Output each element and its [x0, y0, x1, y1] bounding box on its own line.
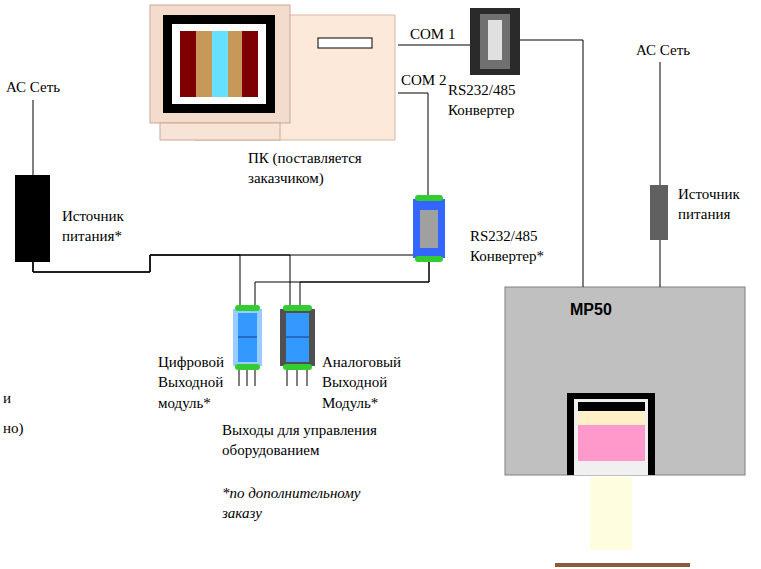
ac-wire	[660, 62, 661, 185]
sample-strip	[578, 425, 645, 461]
output-module: Аналоговый Выходной Модуль*	[280, 305, 315, 370]
screen-stripe	[212, 31, 228, 97]
module-body	[233, 309, 262, 366]
connector-wire	[33, 255, 413, 272]
note-fragment: и	[3, 388, 11, 408]
mains-label: АС Сеть	[6, 77, 60, 97]
screen-stripe	[196, 31, 212, 97]
din-clip	[283, 364, 312, 370]
converter: RS232/485 Конвертер	[470, 8, 520, 75]
sample-strip	[578, 411, 645, 425]
connector-wire	[33, 255, 240, 305]
node-label: Цифровой Выходной модуль*	[158, 352, 224, 413]
device-name: MP50	[570, 299, 612, 321]
converter-face	[420, 210, 438, 248]
power-supply: Источник питания	[650, 185, 668, 240]
connector-wire	[398, 93, 428, 195]
node-label: ПК (поставляется заказчиком)	[248, 148, 383, 189]
node-label: RS232/485 Конвертер	[448, 80, 516, 121]
output-pin	[307, 370, 308, 386]
screen-stripe	[180, 31, 196, 97]
monitor-base	[160, 123, 280, 140]
din-clip	[235, 364, 260, 370]
module-face	[238, 313, 257, 362]
computer: ПК (поставляется заказчиком)	[148, 5, 398, 142]
screen-stripe	[242, 31, 258, 97]
connector-wire	[398, 45, 470, 46]
output-pins	[239, 370, 307, 386]
light-beam	[590, 477, 632, 550]
power-supply	[15, 175, 50, 262]
device-box: MP50	[505, 287, 745, 475]
module-face	[286, 313, 309, 362]
node-label: RS232/485 Конвертер*	[470, 226, 544, 267]
node-label: Источник питания*	[62, 206, 124, 247]
din-clip	[283, 305, 312, 311]
converter-label-plate	[488, 20, 502, 60]
converter-body	[470, 8, 520, 75]
screen-stripe	[228, 31, 242, 97]
module-divider	[286, 337, 309, 338]
converter: RS232/485 Конвертер*	[413, 195, 445, 262]
sample-strip	[578, 402, 645, 411]
mp50-window	[574, 399, 648, 475]
monitor-bezel	[150, 5, 290, 123]
output-module: Цифровой Выходной модуль*	[233, 305, 262, 370]
mains-label: АС Сеть	[636, 40, 690, 60]
monitor-screen	[163, 15, 275, 113]
mp50-window-frame	[567, 393, 655, 475]
outputs-note: Выходы для управления оборудованием	[222, 420, 407, 461]
screen-frame	[172, 24, 266, 104]
module-body	[280, 309, 315, 366]
power-supply	[650, 185, 668, 240]
port-label: COM 1	[410, 24, 455, 44]
footnote: *по дополнительному заказу	[222, 483, 382, 524]
node-label: Аналоговый Выходной Модуль*	[322, 352, 401, 413]
drive-slot	[318, 38, 372, 48]
din-clip	[415, 256, 443, 262]
module-divider	[238, 337, 257, 338]
mp50-housing	[505, 287, 745, 475]
connector-wire	[33, 255, 290, 305]
connector-wire	[300, 262, 429, 305]
connector-wire	[660, 240, 661, 287]
connector-wire	[255, 262, 429, 305]
converter-body	[413, 199, 445, 258]
node-label: Источник питания	[678, 184, 740, 225]
din-clip	[235, 305, 260, 311]
output-pin	[297, 370, 298, 386]
output-pin	[239, 370, 240, 386]
note-fragment: но)	[3, 418, 24, 438]
output-pin	[287, 370, 288, 386]
ground-line	[555, 563, 690, 567]
din-clip	[415, 195, 443, 201]
power-supply: Источник питания*	[15, 175, 50, 262]
output-pin	[255, 370, 256, 386]
ac-wire	[33, 100, 34, 175]
converter-face	[480, 14, 510, 69]
output-pin	[247, 370, 248, 386]
port-label: COM 2	[401, 70, 446, 90]
